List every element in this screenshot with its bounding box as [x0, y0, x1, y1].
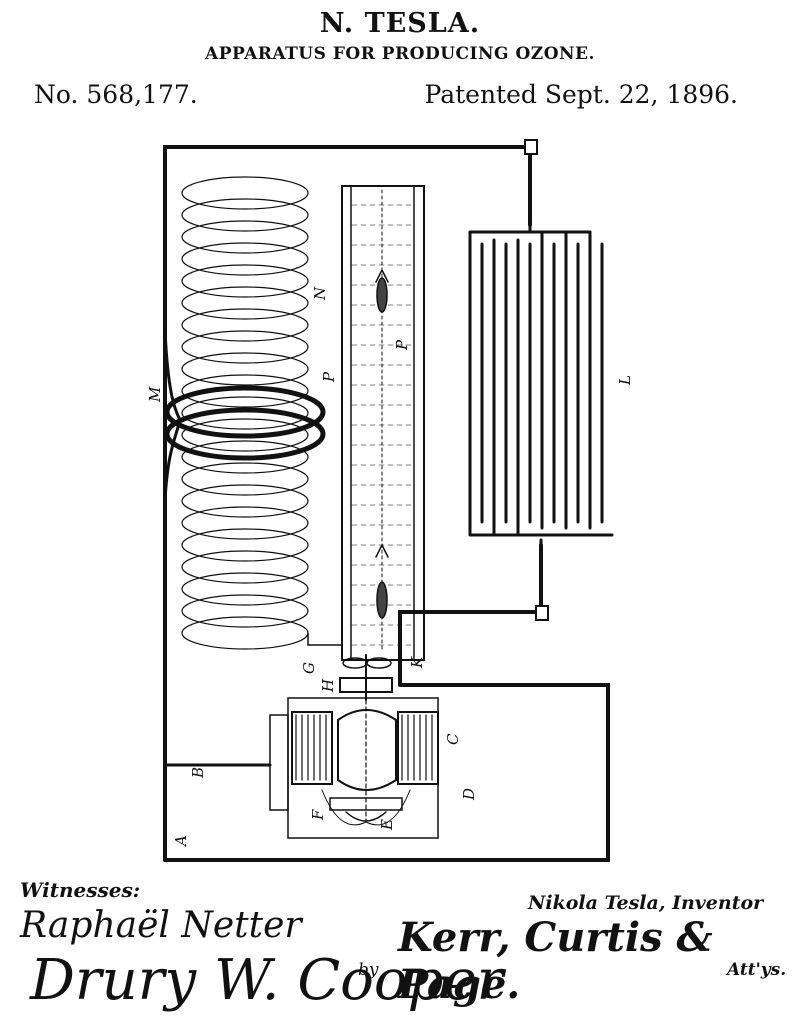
inventor-name: N. TESLA. [319, 8, 481, 39]
patent-number: No. 568,177. [34, 80, 198, 109]
label-g: G [300, 662, 318, 674]
label-p-right: P [393, 339, 411, 351]
primary-coil [164, 385, 326, 461]
terminal-bottom [535, 605, 549, 621]
label-l: L [616, 375, 634, 386]
condenser [468, 223, 614, 548]
label-p-left: P [320, 371, 338, 383]
witness-1-signature: Raphaël Netter [20, 905, 302, 946]
patent-date: Patented Sept. 22, 1896. [424, 80, 738, 109]
label-b: B [189, 767, 207, 779]
secondary-coil [181, 176, 342, 650]
label-a: A [172, 835, 190, 848]
label-f: F [309, 809, 327, 821]
label-e: E [378, 819, 396, 831]
reference-labels: A B C D E F G H K L M N P P [146, 286, 634, 848]
label-m: M [146, 386, 164, 403]
label-d: D [460, 788, 478, 801]
return-wire [163, 683, 610, 862]
terminal-top [524, 139, 538, 155]
witnesses-label: Witnesses: [20, 878, 141, 902]
circuit-wire-bottom [398, 543, 543, 685]
patent-title: APPARATUS FOR PRODUCING OZONE. [205, 44, 595, 64]
inventor-signature: Nikola Tesla, Inventor [528, 892, 764, 914]
label-h: H [319, 678, 337, 693]
label-n: N [311, 286, 329, 301]
attorneys-signature: Kerr, Curtis & Page. [398, 914, 713, 1008]
label-c: C [444, 733, 462, 745]
witness-2-signature: Drury W. Cooper [30, 948, 504, 1013]
by-label: by [358, 960, 379, 980]
label-k: K [408, 656, 426, 669]
ozone-tube [341, 185, 425, 661]
flow-arrows [375, 269, 389, 619]
circuit-wire [163, 145, 532, 687]
attorneys-label: Att'ys. [727, 960, 787, 980]
primary-lead [163, 328, 182, 502]
motor-assembly [269, 654, 439, 839]
